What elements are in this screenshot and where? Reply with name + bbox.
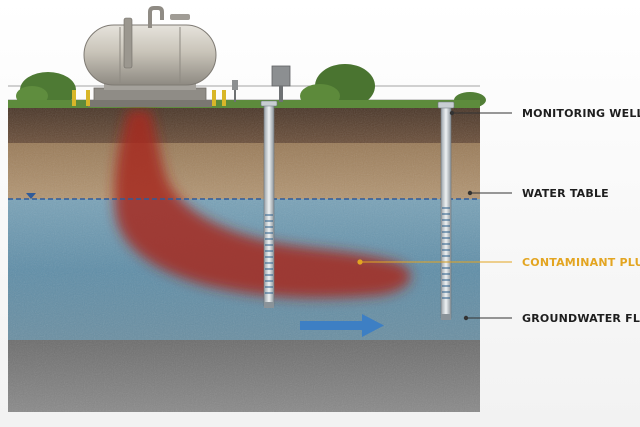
label-water-table: WATER TABLE [522,187,609,200]
utility-cabinet [232,65,291,102]
label-monitoring-well: MONITORING WELL [522,107,640,120]
water-table-marker-icon [26,193,36,199]
callout-leaders [357,110,512,321]
monitoring-well-icon [437,101,455,320]
label-groundwater-flow: GROUNDWATER FLOW [522,312,640,325]
storage-tank-icon [72,6,226,107]
contaminant-plume [114,110,411,298]
monitoring-well-icon [260,100,278,308]
flow-arrow-icon [300,314,384,337]
grass-strip [8,100,480,109]
label-contaminant-plume: CONTAMINANT PLUME [522,256,640,269]
